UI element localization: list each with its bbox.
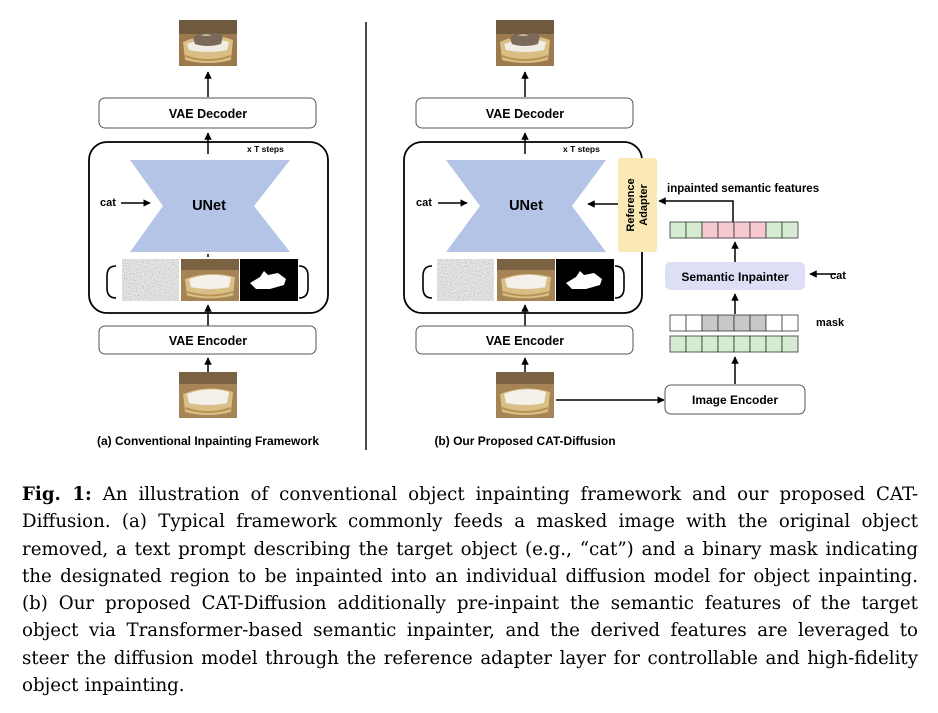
left-vae-encoder-box <box>98 325 317 355</box>
left-t-steps-label: x T steps <box>247 144 284 154</box>
inpainted-features-label: inpainted semantic features <box>667 183 819 195</box>
inpainted-feature-row <box>669 221 799 239</box>
right-bracket-close <box>614 265 625 299</box>
image-encoder-label: Image Encoder <box>692 393 778 407</box>
left-vae-decoder-label: VAE Decoder <box>169 107 247 121</box>
right-vae-encoder-label: VAE Encoder <box>486 334 564 348</box>
left-vae-decoder-box <box>98 97 317 129</box>
encoded-feature-row <box>669 335 799 353</box>
figure-caption: Fig. 1: An illustration of conventional … <box>22 481 918 699</box>
image-encoder-box <box>664 384 806 415</box>
right-masked-image <box>496 258 556 302</box>
right-vae-decoder-label: VAE Decoder <box>486 107 564 121</box>
reference-adapter-label-line2: Adapter <box>638 184 650 226</box>
mask-label: mask <box>816 317 845 329</box>
figure: VAE Decoder x T steps UNet cat VAE Encod… <box>88 19 846 450</box>
semantic-inpainter-label: Semantic Inpainter <box>681 270 789 284</box>
left-output-image <box>178 19 238 67</box>
reference-adapter-box <box>618 158 657 252</box>
caption-label: Fig. 1: <box>22 484 92 505</box>
left-unet-shape <box>130 160 290 252</box>
reference-adapter-label-line1: Reference <box>625 178 637 231</box>
left-panel: VAE Decoder x T steps UNet cat VAE Encod… <box>88 19 329 448</box>
right-vae-decoder-box <box>415 97 634 129</box>
left-masked-image <box>180 258 240 302</box>
right-mask-image <box>556 259 614 301</box>
right-vae-encoder-box <box>415 325 634 355</box>
right-unet-label: UNet <box>509 198 543 214</box>
left-mask-image <box>240 259 298 301</box>
left-text-input-label: cat <box>100 197 116 209</box>
left-noise-image <box>122 259 179 301</box>
left-input-image <box>178 371 238 419</box>
right-subcaption: (b) Our Proposed CAT-Diffusion <box>434 434 615 448</box>
left-unet-label: UNet <box>192 198 226 214</box>
right-output-image <box>495 19 555 67</box>
right-noise-image <box>437 259 494 301</box>
semantic-inpainter-box <box>665 262 805 290</box>
right-input-image <box>495 371 555 419</box>
right-unet-shape <box>446 160 606 252</box>
right-bracket-open <box>422 265 433 299</box>
right-t-steps-label: x T steps <box>563 144 600 154</box>
right-panel: VAE Decoder x T steps UNet cat Reference… <box>403 19 846 448</box>
left-subcaption: (a) Conventional Inpainting Framework <box>97 434 319 448</box>
left-bracket-close <box>298 265 309 299</box>
inpainter-text-input-label: cat <box>830 270 846 282</box>
caption-text: An illustration of conventional object i… <box>22 484 918 697</box>
left-vae-encoder-label: VAE Encoder <box>169 334 247 348</box>
mask-row <box>669 314 799 332</box>
left-bracket-open <box>106 265 117 299</box>
right-text-input-label: cat <box>416 197 432 209</box>
